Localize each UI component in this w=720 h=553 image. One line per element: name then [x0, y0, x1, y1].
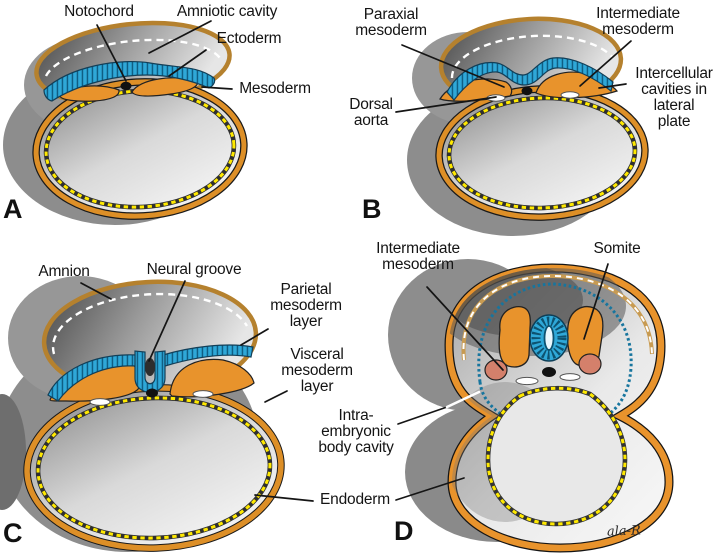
panel-letter-c: C — [3, 518, 23, 548]
somite-left — [498, 306, 531, 368]
surface-ectoderm-dotted — [477, 282, 633, 419]
shadow — [0, 394, 26, 510]
dorsal-aorta-right — [560, 91, 580, 99]
leader-line — [583, 263, 609, 340]
intermediate-mesoderm-left — [484, 359, 508, 381]
endoderm-dashes — [447, 96, 637, 210]
notochord-dot — [521, 86, 533, 96]
neural-groove-shape — [134, 350, 166, 393]
yolk-sac — [435, 85, 649, 221]
leader-line — [168, 49, 207, 77]
notochord-dot — [542, 367, 556, 377]
leader-lines — [80, 20, 632, 502]
label-paraxial-mesoderm: Paraxial mesoderm — [355, 6, 427, 39]
leader-line — [148, 20, 212, 54]
panel-c-drawing — [0, 276, 285, 552]
artist-signature: ala-R — [606, 523, 642, 540]
leader-line — [148, 280, 186, 362]
dorsal-aorta-right — [559, 373, 581, 381]
label-intermediate-mesoderm-d: Intermediate mesoderm — [376, 240, 460, 273]
leader-line — [240, 328, 269, 346]
panel-letter-a: A — [3, 194, 23, 224]
leader-line — [397, 406, 448, 425]
label-mesoderm: Mesoderm — [239, 80, 311, 97]
label-visceral-mesoderm: Visceral mesoderm layer — [281, 346, 353, 395]
panel-d-drawing — [388, 259, 674, 553]
notochord-dot — [120, 81, 132, 91]
label-notochord: Notochord — [64, 3, 134, 20]
leader-line — [598, 83, 627, 89]
leader-line — [426, 286, 504, 371]
amnion-dashes — [44, 38, 221, 77]
dorsal-aorta-left — [515, 376, 539, 386]
leader-line — [395, 477, 465, 501]
label-intermediate-mesoderm-b: Intermediate mesoderm — [596, 5, 680, 38]
panel-letter-b: B — [362, 194, 382, 224]
neural-tube-stripes — [531, 316, 567, 360]
yolk-sac — [32, 78, 248, 220]
leader-line — [401, 44, 505, 88]
label-dorsal-aorta: Dorsal aorta — [349, 96, 393, 129]
label-neural-groove: Neural groove — [146, 261, 242, 278]
notochord-dot — [146, 388, 158, 398]
leader-line — [80, 282, 112, 300]
leader-line — [201, 86, 233, 90]
label-somite: Somite — [593, 240, 641, 257]
endoderm-dashes — [486, 386, 627, 526]
label-amnion: Amnion — [38, 263, 90, 280]
panel-b-drawing — [407, 16, 649, 236]
label-endoderm: Endoderm — [320, 491, 390, 508]
endoderm-dashes — [36, 396, 272, 540]
panel-a-drawing — [3, 20, 248, 225]
panel-letter-d: D — [394, 516, 414, 546]
leader-line — [395, 96, 497, 113]
leader-line — [96, 24, 127, 82]
body-cavity-right — [192, 390, 214, 398]
label-intraembryonic-body-cavity: Intra- embryonic body cavity — [318, 407, 394, 456]
leader-line-white — [445, 390, 481, 409]
amnion-dashes — [450, 34, 614, 79]
gut-endoderm — [485, 385, 628, 527]
neural-plate-right — [162, 344, 254, 367]
label-ectoderm: Ectoderm — [216, 30, 282, 47]
label-amniotic-cavity: Amniotic cavity — [176, 3, 278, 20]
label-intercellular-cavities: Intercellular cavities in lateral plate — [635, 65, 713, 130]
leader-line — [254, 494, 314, 502]
neural-canal — [543, 325, 555, 351]
mesoderm-right — [131, 77, 199, 97]
leader-line — [264, 390, 288, 403]
neural-groove-opening — [145, 358, 155, 376]
intermediate-mesoderm-right — [578, 353, 602, 375]
label-parietal-mesoderm: Parietal mesoderm layer — [270, 281, 342, 330]
neural-plate — [446, 57, 614, 101]
leader-line — [579, 40, 632, 87]
body-cavity-left — [89, 398, 111, 406]
amnion-dashes — [462, 274, 653, 361]
